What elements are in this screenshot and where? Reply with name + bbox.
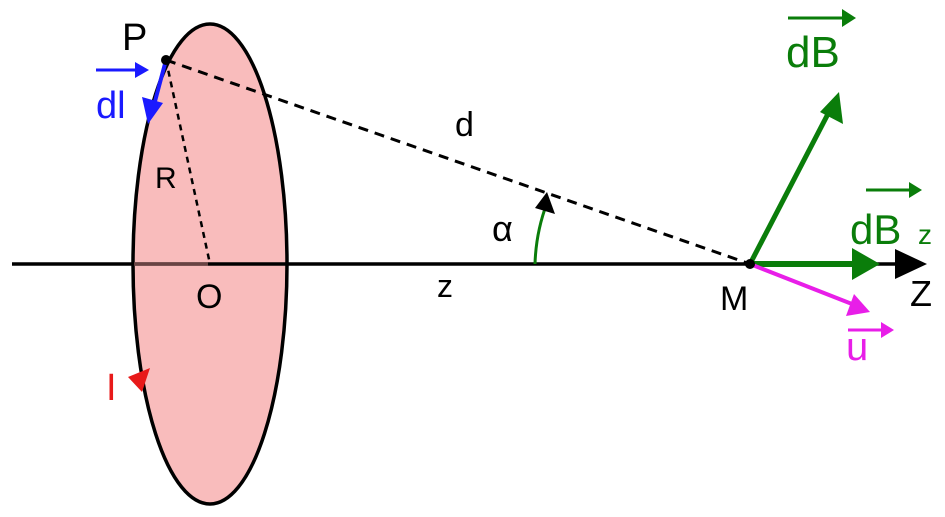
label-m: M xyxy=(720,280,748,318)
db-arrowhead xyxy=(820,92,843,124)
label-db: dB xyxy=(786,28,840,77)
dl-overarrow-head xyxy=(135,62,149,78)
dbz-overarrow-head xyxy=(909,182,922,198)
point-p-dot xyxy=(161,55,171,65)
label-current: I xyxy=(106,367,117,409)
u-arrowhead xyxy=(846,294,870,316)
db-overarrow-head xyxy=(842,9,856,27)
label-z-axis: Z xyxy=(910,273,932,314)
angle-arrowhead xyxy=(535,192,555,214)
radius-line xyxy=(164,59,212,265)
current-arrowhead xyxy=(128,368,150,392)
label-angle: α xyxy=(492,208,513,249)
label-o: O xyxy=(196,278,222,316)
point-m-dot xyxy=(745,259,755,269)
distance-line xyxy=(165,58,751,266)
label-distance: d xyxy=(455,106,474,144)
dl-vector xyxy=(152,59,168,106)
label-dbz-subscript: z xyxy=(918,219,932,250)
db-vector xyxy=(747,108,833,266)
angle-arc xyxy=(533,202,549,265)
label-dbz: dB xyxy=(850,206,901,253)
dbz-arrowhead xyxy=(852,248,880,280)
label-p: P xyxy=(122,17,147,59)
label-dl: dl xyxy=(96,85,126,127)
label-radius: R xyxy=(155,162,177,195)
z-axis-arrowhead xyxy=(895,249,927,279)
u-overarrow-head xyxy=(881,322,894,338)
label-u: u xyxy=(846,325,868,369)
label-z-coordinate: z xyxy=(437,268,453,304)
dl-arrowhead xyxy=(142,97,163,124)
u-vector xyxy=(749,262,853,306)
